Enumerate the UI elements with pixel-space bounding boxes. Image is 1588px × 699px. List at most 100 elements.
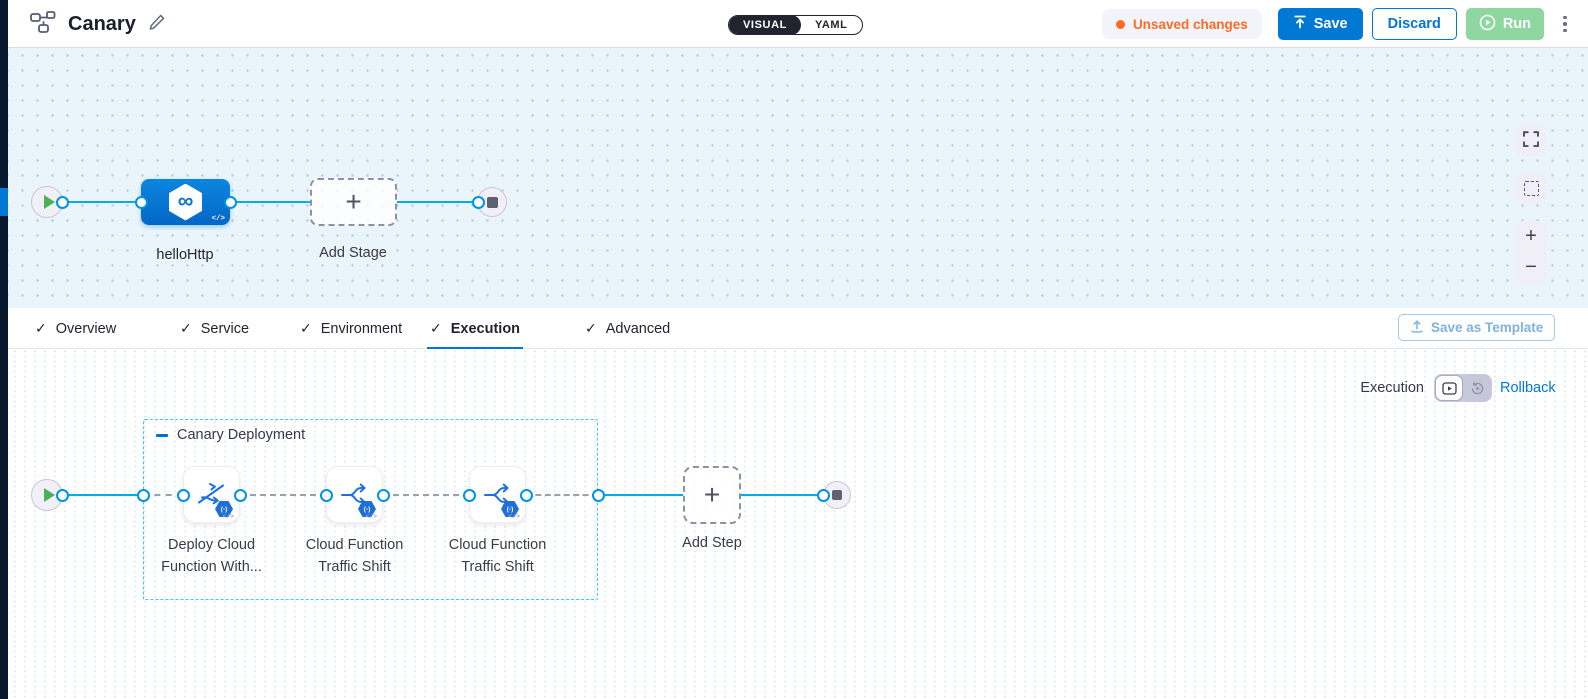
dashed-connector-line: [143, 494, 183, 496]
start-play-icon: [43, 488, 55, 502]
tab-advanced[interactable]: ✓ Advanced: [585, 308, 670, 349]
stop-square-icon: [486, 196, 498, 208]
visual-yaml-toggle: VISUAL YAML: [728, 15, 863, 35]
pipeline-canvas[interactable]: [0, 48, 1588, 308]
left-nav-active-indicator: [0, 188, 8, 216]
collapsed-left-nav[interactable]: [0, 0, 8, 699]
run-button-label: Run: [1502, 16, 1531, 32]
more-options-kebab-icon[interactable]: [1556, 8, 1574, 40]
save-upload-icon: [1293, 15, 1307, 33]
connector-port[interactable]: [319, 488, 333, 502]
execution-play-icon: [1441, 381, 1457, 395]
step-label: Deploy Cloud Function With...: [161, 537, 262, 575]
plus-icon: +: [703, 479, 721, 510]
execution-canvas[interactable]: [0, 349, 1588, 699]
deploy-stage-icon: ∞: [169, 183, 202, 221]
discard-button[interactable]: Discard: [1371, 8, 1457, 40]
fullscreen-icon: [1523, 130, 1539, 152]
yaml-code-icon: </>: [508, 513, 520, 520]
check-icon: ✓: [300, 320, 312, 336]
rollback-mode-segment[interactable]: [1463, 375, 1491, 401]
check-icon: ✓: [180, 320, 192, 336]
step-label: Cloud Function Traffic Shift: [448, 537, 547, 575]
rollback-circle-icon: [1471, 381, 1483, 394]
dashed-connector-line: [240, 494, 326, 496]
save-button-label: Save: [1313, 16, 1348, 32]
connector-line: [598, 494, 683, 496]
group-title: Canary Deployment: [177, 427, 306, 443]
yaml-code-icon: </>: [365, 513, 377, 520]
execution-mode-label: Execution: [1360, 380, 1424, 396]
connector-port[interactable]: [816, 488, 830, 502]
collapse-group-icon[interactable]: [156, 433, 168, 437]
run-play-icon: [1479, 14, 1496, 35]
zoom-in-button[interactable]: +: [1525, 225, 1537, 247]
connector-port[interactable]: [376, 488, 390, 502]
connector-port[interactable]: [176, 488, 190, 502]
connector-line: [62, 201, 142, 203]
zoom-controls: + −: [1516, 221, 1546, 283]
tab-label: Service: [200, 320, 250, 337]
connector-port[interactable]: [233, 488, 247, 502]
step-traffic-shift-1[interactable]: (-) </>: [326, 466, 383, 523]
traffic-shift-icon: [340, 483, 366, 506]
start-play-icon: [43, 195, 55, 209]
add-step-label: Add Step: [682, 535, 742, 551]
discard-button-label: Discard: [1387, 16, 1441, 32]
canary-deployment-group[interactable]: [143, 419, 598, 600]
rollback-link[interactable]: Rollback: [1500, 380, 1556, 396]
run-button[interactable]: Run: [1465, 8, 1544, 40]
yaml-code-icon: </>: [222, 513, 234, 520]
step-traffic-shift-2[interactable]: (-) </>: [469, 466, 526, 523]
dashed-connector-line: [383, 494, 469, 496]
step-label: Cloud Function Traffic Shift: [305, 537, 404, 575]
stage-name-label: helloHttp: [156, 247, 214, 263]
tab-environment[interactable]: ✓ Environment: [300, 308, 402, 349]
add-stage-button[interactable]: +: [310, 178, 397, 226]
connector-line: [741, 494, 823, 496]
template-upload-icon: [1410, 319, 1424, 336]
check-icon: ✓: [35, 320, 47, 336]
fullscreen-button[interactable]: [1516, 126, 1546, 156]
execution-mode-segment[interactable]: [1435, 375, 1463, 401]
connector-port[interactable]: [591, 488, 605, 502]
stage-node-hellohttp[interactable]: ∞ </>: [141, 179, 230, 225]
zoom-out-button[interactable]: −: [1525, 256, 1537, 278]
check-icon: ✓: [430, 320, 442, 336]
toggle-yaml[interactable]: YAML: [814, 19, 848, 31]
unsaved-changes-badge: Unsaved changes: [1101, 9, 1262, 39]
unsaved-changes-label: Unsaved changes: [1132, 16, 1248, 32]
stage-tabs-bar: ✓ Overview ✓ Service ✓ Environment ✓ Exe…: [0, 308, 1588, 349]
serverless-function-badge: (-): [501, 501, 519, 517]
toggle-visual[interactable]: VISUAL: [729, 16, 801, 34]
execution-rollback-toggle[interactable]: [1434, 374, 1492, 402]
connector-port[interactable]: [519, 488, 533, 502]
connector-port[interactable]: [55, 488, 69, 502]
page-title: Canary: [68, 12, 136, 35]
connector-line: [230, 201, 310, 203]
connector-port[interactable]: [134, 195, 148, 209]
tab-execution[interactable]: ✓ Execution: [426, 308, 524, 349]
tab-label: Overview: [55, 320, 117, 337]
tab-label: Environment: [320, 320, 403, 337]
tab-overview[interactable]: ✓ Overview: [35, 308, 116, 349]
serverless-function-badge: (-): [358, 501, 376, 517]
save-button[interactable]: Save: [1277, 8, 1363, 40]
connector-port[interactable]: [471, 195, 485, 209]
tab-service[interactable]: ✓ Service: [180, 308, 249, 349]
add-step-button[interactable]: +: [683, 466, 741, 524]
connector-port[interactable]: [462, 488, 476, 502]
connector-port[interactable]: [55, 195, 69, 209]
yaml-code-icon: </>: [211, 215, 225, 223]
save-as-template-button[interactable]: Save as Template: [1398, 314, 1556, 341]
edit-pencil-icon[interactable]: [148, 13, 166, 36]
step-deploy-cloud-function[interactable]: (-) </>: [183, 466, 240, 523]
connector-port[interactable]: [136, 488, 150, 502]
multi-select-button[interactable]: [1516, 173, 1546, 203]
serverless-function-badge: (-): [215, 501, 233, 517]
save-as-template-label: Save as Template: [1431, 320, 1544, 335]
pipeline-icon: [30, 10, 56, 38]
plus-icon: +: [345, 186, 362, 217]
connector-line: [62, 494, 143, 496]
connector-port[interactable]: [223, 195, 237, 209]
